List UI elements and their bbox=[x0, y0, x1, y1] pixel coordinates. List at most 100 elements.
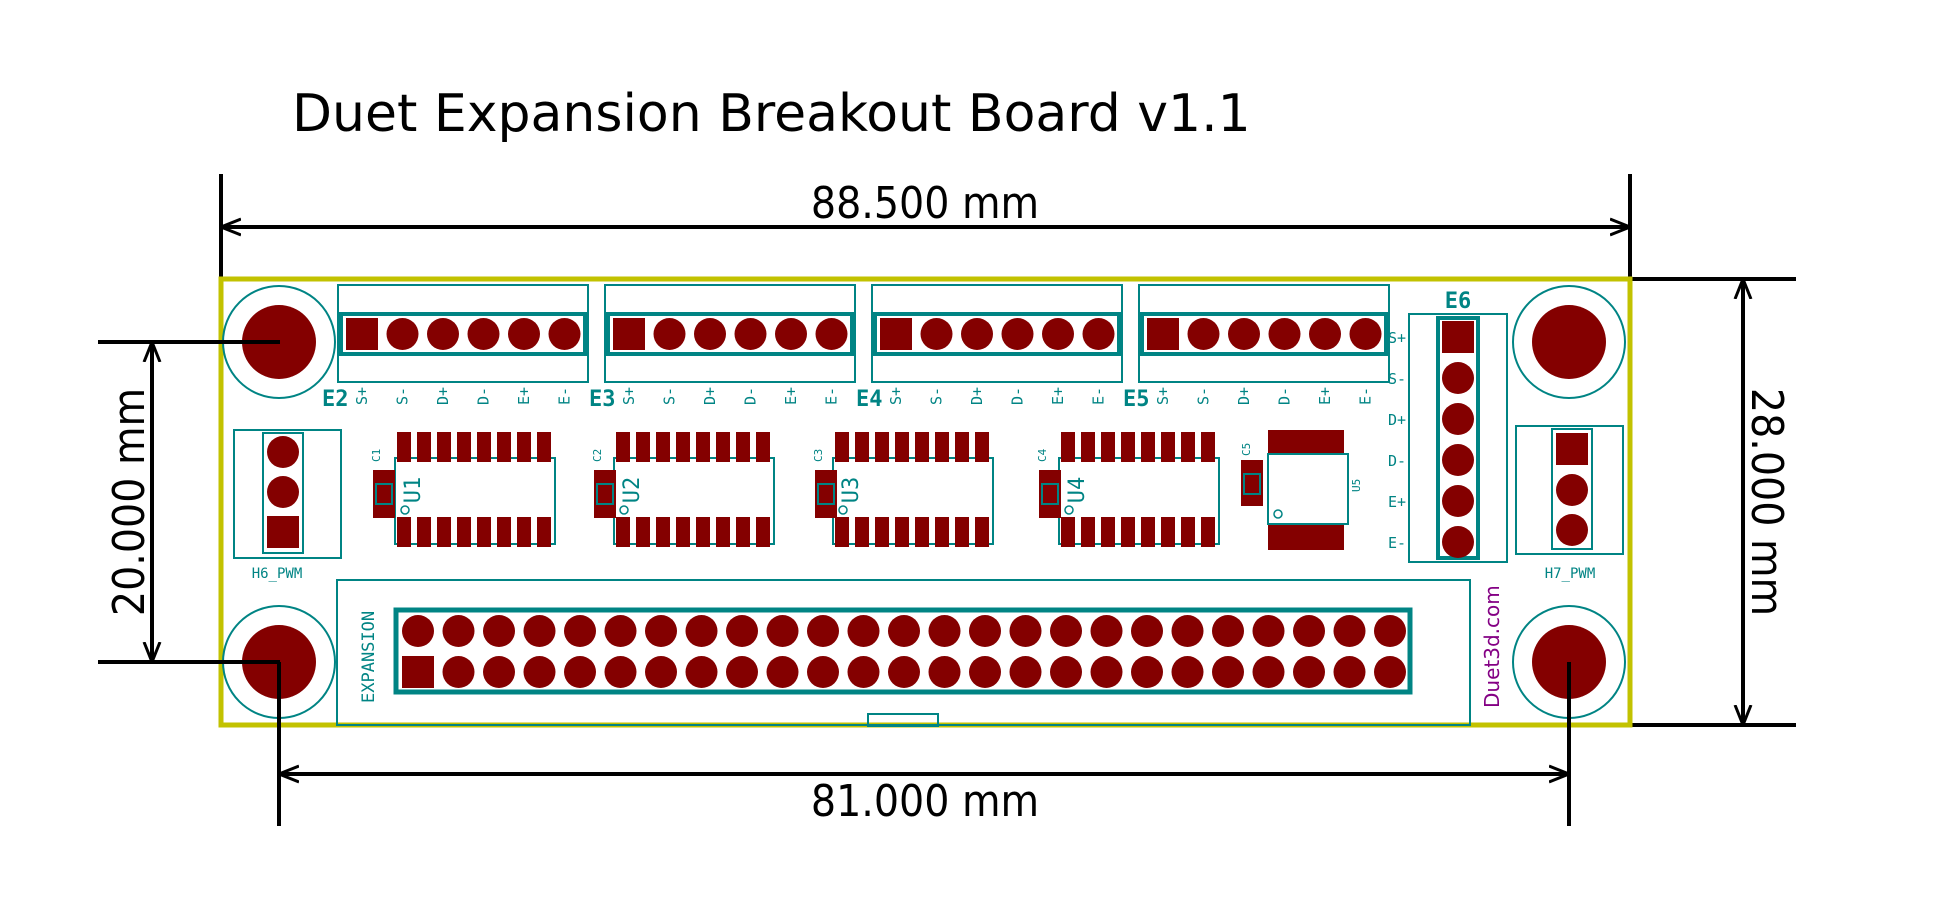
pad bbox=[1121, 517, 1135, 547]
pad bbox=[402, 656, 434, 688]
pin-label: E- bbox=[1388, 534, 1406, 552]
pad bbox=[1333, 615, 1366, 647]
pad bbox=[888, 656, 920, 688]
cap-c1: C1 bbox=[370, 449, 395, 518]
svg-text:C5: C5 bbox=[1240, 443, 1253, 456]
pad bbox=[880, 318, 912, 350]
pad bbox=[815, 318, 848, 350]
pad bbox=[1101, 432, 1115, 462]
pad bbox=[1201, 517, 1215, 547]
pad bbox=[1171, 656, 1204, 688]
pad bbox=[756, 432, 770, 462]
connector-e5: S+S-D+D-E+E-E5 bbox=[1123, 284, 1390, 412]
pad bbox=[1252, 615, 1285, 647]
pin-label: D+ bbox=[968, 387, 986, 405]
pad bbox=[1161, 517, 1175, 547]
pad bbox=[656, 517, 670, 547]
pad bbox=[477, 517, 491, 547]
pad bbox=[920, 318, 953, 350]
pad bbox=[1131, 656, 1163, 688]
pad bbox=[807, 656, 839, 688]
pad bbox=[548, 318, 581, 350]
pin-label: S- bbox=[1388, 370, 1406, 388]
pad bbox=[517, 517, 531, 547]
pad bbox=[1131, 615, 1163, 647]
pad bbox=[855, 432, 869, 462]
pad bbox=[736, 517, 750, 547]
pad bbox=[1309, 318, 1341, 350]
pad bbox=[1442, 321, 1474, 353]
pad bbox=[1147, 318, 1179, 350]
chip-u5: U5 bbox=[1267, 430, 1363, 550]
dim-hole-x-label: 81.000 mm bbox=[811, 776, 1039, 827]
pin-label: E- bbox=[1090, 387, 1108, 405]
pad bbox=[517, 432, 531, 462]
pin-label: D- bbox=[1009, 387, 1027, 405]
pad bbox=[483, 615, 515, 647]
pad bbox=[636, 517, 650, 547]
pad bbox=[676, 432, 690, 462]
pad bbox=[656, 432, 670, 462]
pin-label: D- bbox=[475, 387, 493, 405]
pad bbox=[523, 656, 556, 688]
pin-label: D+ bbox=[1388, 411, 1406, 429]
pad bbox=[457, 517, 471, 547]
pad bbox=[604, 656, 637, 688]
pad bbox=[1212, 615, 1244, 647]
pad bbox=[696, 432, 710, 462]
pad bbox=[1009, 615, 1042, 647]
pad bbox=[685, 615, 718, 647]
pad bbox=[1212, 656, 1244, 688]
pad bbox=[1161, 432, 1175, 462]
pin-label: S+ bbox=[1388, 329, 1406, 347]
connector-e3: S+S-D+D-E+E-E3 bbox=[589, 284, 856, 412]
pin-label: E- bbox=[1357, 387, 1375, 405]
mounting-hole-pad bbox=[1532, 305, 1606, 379]
pad bbox=[775, 318, 807, 350]
pin-label: E- bbox=[556, 387, 574, 405]
pad bbox=[736, 432, 750, 462]
chip-label: U2 bbox=[620, 477, 645, 504]
pad bbox=[523, 615, 556, 647]
pad bbox=[1050, 615, 1082, 647]
pad bbox=[928, 615, 961, 647]
pin-label: D+ bbox=[434, 387, 452, 405]
mounting-holes bbox=[222, 285, 1626, 719]
chip-label: U3 bbox=[839, 477, 864, 504]
pad bbox=[537, 517, 551, 547]
pad bbox=[477, 432, 491, 462]
pad bbox=[685, 656, 718, 688]
pad bbox=[616, 432, 630, 462]
pad bbox=[1090, 615, 1123, 647]
pad bbox=[442, 615, 475, 647]
pad bbox=[645, 656, 677, 688]
pad bbox=[835, 432, 849, 462]
pad bbox=[955, 432, 969, 462]
pad bbox=[1081, 432, 1095, 462]
pad bbox=[888, 615, 920, 647]
pad bbox=[1442, 444, 1474, 476]
connector-label: E5 bbox=[1123, 387, 1150, 412]
chip-label: U1 bbox=[401, 477, 426, 504]
pad bbox=[1141, 517, 1155, 547]
pad bbox=[537, 432, 551, 462]
pin-label: S+ bbox=[353, 387, 371, 405]
pad bbox=[766, 656, 799, 688]
header-h7-label: H7_PWM bbox=[1545, 566, 1596, 582]
pad bbox=[835, 517, 849, 547]
pad bbox=[855, 517, 869, 547]
pad bbox=[935, 517, 949, 547]
pad bbox=[1141, 432, 1155, 462]
pad bbox=[604, 615, 637, 647]
pad bbox=[847, 656, 880, 688]
pad bbox=[442, 656, 475, 688]
pad bbox=[1252, 656, 1285, 688]
pad bbox=[1333, 656, 1366, 688]
pad bbox=[497, 432, 511, 462]
pad bbox=[696, 517, 710, 547]
dim-hole-y-label: 20.000 mm bbox=[104, 388, 155, 616]
pad bbox=[1442, 526, 1474, 558]
pin-label: D- bbox=[1388, 452, 1406, 470]
connector-label: E4 bbox=[856, 387, 883, 412]
pin-label: D- bbox=[742, 387, 760, 405]
